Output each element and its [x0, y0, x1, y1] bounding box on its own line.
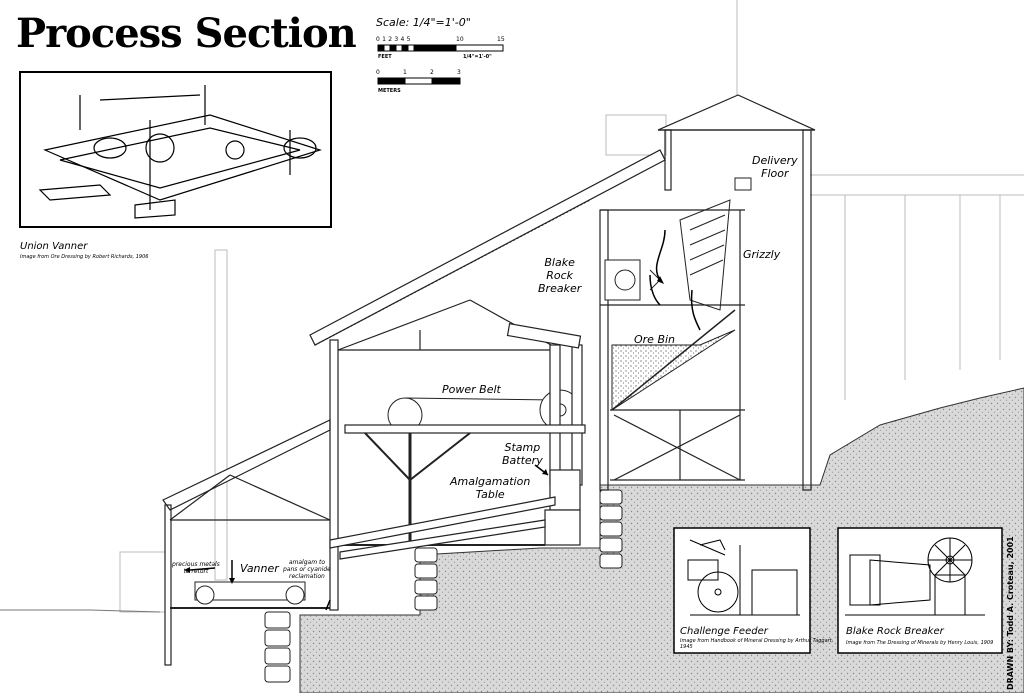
- stamp-battery: [330, 322, 586, 546]
- flow-arrows: [189, 229, 701, 611]
- ore-bin: [611, 329, 736, 411]
- label-vanner: Vanner: [240, 562, 279, 575]
- label-stamp-battery: Stamp Battery: [502, 441, 543, 467]
- background-structures: [119, 0, 1024, 613]
- scale-feet-tick-10: 10: [456, 36, 464, 43]
- label-blake-rock-breaker: Blake Rock Breaker: [538, 256, 582, 295]
- label-ore-bin: Ore Bin: [634, 333, 676, 346]
- breaker-inset-source: Image from The Dressing of Minerals by H…: [846, 640, 994, 646]
- scale-feet-ticks: 012345: [376, 36, 413, 43]
- amalgamation-table: [329, 496, 556, 560]
- label-power-belt: Power Belt: [442, 383, 501, 396]
- rock-breaker-machine: [604, 259, 661, 301]
- scale-meter-tick-3: 3: [457, 69, 461, 76]
- feeder-inset-caption: Challenge Feeder: [680, 626, 768, 637]
- vanner-inset-source: Image from Ore Dressing by Robert Richar…: [20, 254, 149, 260]
- scale-feet-tick-15: 15: [497, 36, 505, 43]
- scale-meter-tick-0: 0: [376, 69, 380, 76]
- scale-meter-label: METERS: [378, 88, 401, 94]
- vanner-machine: [170, 581, 330, 609]
- challenge-feeder-sketch: [687, 539, 800, 616]
- scale-meter-tick-1: 1: [403, 69, 407, 76]
- building-frame: [164, 129, 812, 666]
- label-amalgamation-table: Amalgamation Table: [450, 475, 531, 501]
- label-amalgam: amalgam to pans or cyanide reclamation: [283, 559, 331, 580]
- drawn-by-credit: DRAWN BY: Todd A. Croteau, 2001: [1006, 536, 1015, 690]
- feeder-inset-source: Image from Handbook of Mineral Dressing …: [680, 638, 834, 650]
- stone-piers: [264, 489, 623, 683]
- label-grizzly: Grizzly: [743, 248, 781, 261]
- breaker-inset-frame: [837, 527, 1003, 654]
- scale-feet-label: FEET: [378, 54, 392, 60]
- scale-bars: [377, 44, 504, 85]
- rock-breaker-sketch: [845, 537, 985, 616]
- roof-lines: [162, 94, 816, 511]
- union-vanner-sketch: [38, 85, 322, 219]
- label-delivery-floor: Delivery Floor: [752, 154, 798, 180]
- label-precious-metals: precious metals to retort: [172, 561, 220, 575]
- scale-feet-note: 1/4"=1'-0": [463, 54, 492, 60]
- scale-label: Scale: 1/4"=1'-0": [376, 16, 471, 29]
- feeder-inset-frame: [673, 527, 811, 654]
- grizzly-chute: [679, 177, 752, 311]
- breaker-inset-caption: Blake Rock Breaker: [846, 626, 944, 637]
- vanner-inset-caption: Union Vanner: [20, 241, 88, 252]
- scale-meter-tick-2: 2: [430, 69, 434, 76]
- page-title: Process Section: [16, 10, 357, 57]
